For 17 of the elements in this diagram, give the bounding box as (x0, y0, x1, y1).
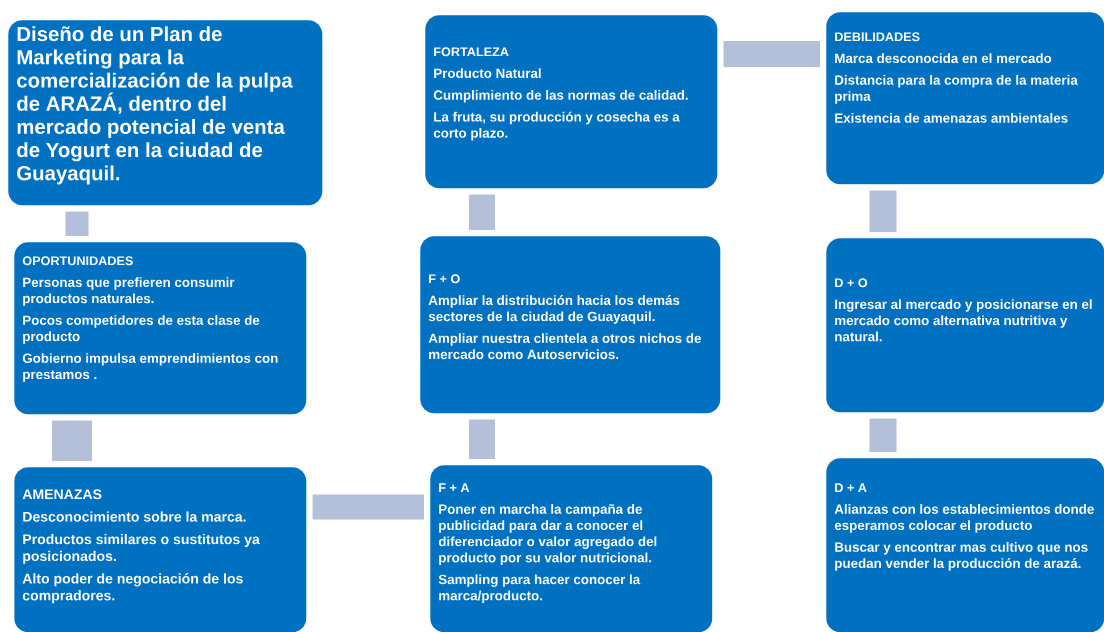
connector-bar (469, 194, 495, 230)
swot-box: FORTALEZA Producto Natural Cumplimiento de las normas de calidad. La fruta, su producción y cosecha es a corto plazo. (425, 15, 718, 189)
connector-bar (52, 420, 92, 461)
swot-box: F + O Ampliar la distribución hacia los demás sectores de la ciudad de Guayaquil. Ampliar nuestra clientela a otros nichos de mercado como Autoservicios. (420, 236, 721, 414)
connector-bar (65, 211, 89, 236)
connector-bar (869, 418, 897, 452)
swot-box: F + A Poner en marcha la campaña de publicidad para dar a conocer el diferenciador o valor agregado del producto por su valor nutricional. Sampling para hacer conocer la marca/producto. (430, 465, 713, 632)
swot-box: OPORTUNIDADES Personas que prefieren consumir productos naturales. Pocos competidores de esta clase de producto Gobierno impulsa emprendimientos con prestamos . (14, 242, 307, 415)
connector-bar (869, 190, 897, 232)
swot-box: DEBILIDADES Marca desconocida en el mercado Distancia para la compra de la materia prima Existencia de amenazas ambientales (826, 12, 1104, 185)
swot-box: D + O Ingresar al mercado y posicionarse en el mercado como alternativa nutritiva y natural. (826, 238, 1104, 413)
connector-bar (312, 494, 424, 520)
connector-bar (723, 41, 820, 67)
swot-box: AMENAZAS Desconocimiento sobre la marca. Productos similares o sustitutos ya posicionados. Alto poder de negociación de los compradores. (14, 467, 307, 632)
swot-box: D + A Alianzas con los establecimientos donde esperamos colocar el producto Buscar y encontrar mas cultivo que nos puedan vender la producción de arazá. (826, 458, 1104, 632)
swot-box: Diseño de un Plan de Marketing para la comercialización de la pulpa de ARAZÁ, dentro del mercado potencial de venta de Yogurt en la ciudad de Guayaquil. (8, 20, 323, 206)
connector-bar (469, 419, 495, 459)
